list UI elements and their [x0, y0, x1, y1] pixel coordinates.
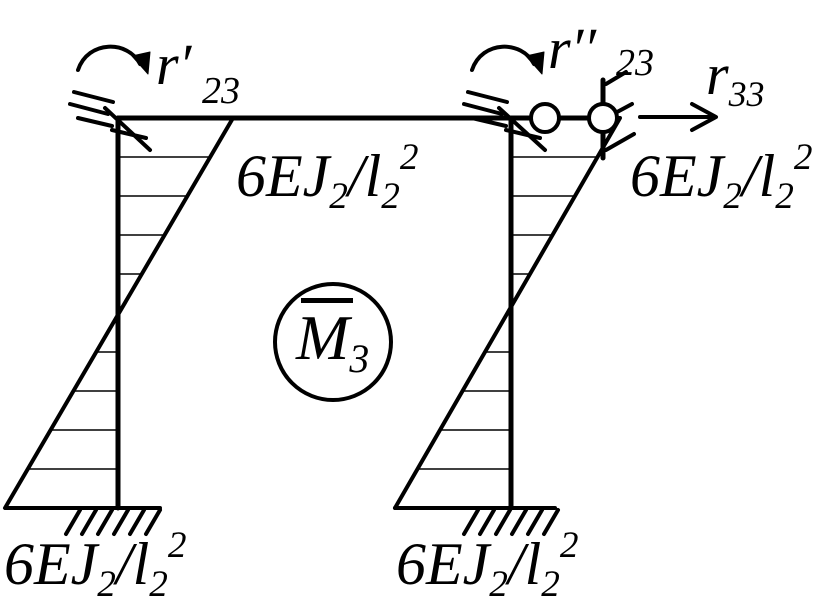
force-arrow-head-icon	[690, 102, 718, 132]
left-moment-hatch	[26, 156, 211, 470]
right-moment-area	[393, 116, 622, 510]
diagram-symbol-label: M3	[296, 302, 370, 381]
reaction-horizontal-label: r33	[706, 42, 765, 114]
reaction-left-label: r′	[156, 32, 192, 97]
reaction-right-label: r′′	[548, 16, 596, 81]
rotation-arrow-left-icon	[76, 44, 142, 72]
reaction-right-subscript: 23	[616, 42, 654, 84]
hinge-left	[529, 102, 561, 134]
left-moment-area	[3, 116, 235, 510]
rotation-arrow-right-head-icon	[525, 51, 545, 75]
moment-label-top-right: 6EJ2/l22	[630, 137, 813, 217]
moment-label-top-mid: 6EJ2/l22	[236, 137, 419, 217]
rotation-arrow-left-head-icon	[131, 51, 151, 75]
right-moment-hatch	[417, 156, 598, 470]
right-base-hatch	[462, 508, 560, 536]
left-rotation-restraint	[68, 90, 152, 152]
moment-label-bottom-right: 6EJ2/l22	[396, 525, 579, 605]
moment-label-bottom-left: 6EJ2/l22	[4, 525, 187, 605]
rotation-arrow-right-icon	[470, 44, 536, 72]
reaction-left-subscript: 23	[202, 70, 240, 112]
right-rotation-restraint	[462, 90, 547, 152]
diagram-symbol-circle	[273, 282, 393, 402]
left-base-hatch	[64, 508, 162, 536]
diagram-symbol-overbar	[301, 298, 353, 303]
hinge-right	[587, 102, 619, 134]
